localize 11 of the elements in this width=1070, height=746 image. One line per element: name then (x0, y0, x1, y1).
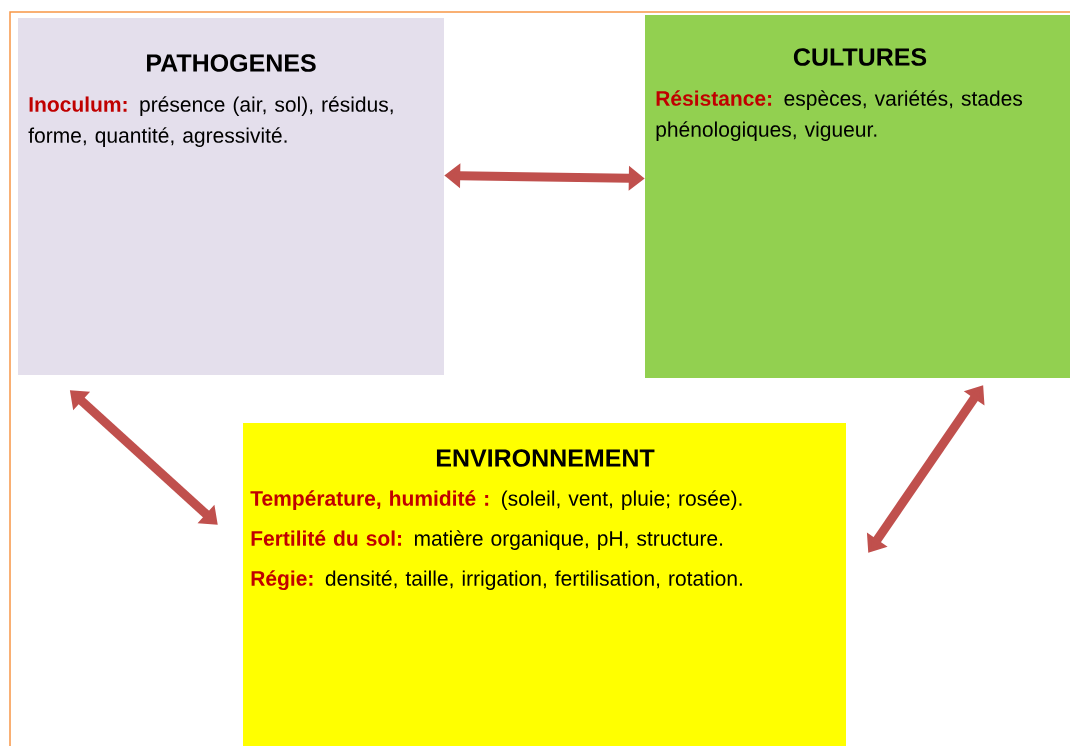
description-text: Inoculum: présence (air, sol), résidus, forme, quantité, agressivité. (28, 96, 393, 147)
process-box (243, 423, 846, 746)
box-heading: CULTURES (793, 48, 927, 66)
description-text: Résistance: espèces, variétés, stades phénologiques, vigueur. (656, 90, 1023, 141)
box-heading: PATHOGENES (147, 54, 316, 72)
process-box (18, 18, 444, 375)
description-text: Régie: densité, taille, irrigation, fertilisation, rotation. (251, 570, 742, 591)
box-heading: ENVIRONNEMENT (436, 449, 655, 467)
process-box (645, 15, 1070, 378)
description-text: Fertilité du sol: matière organique, pH, structure. (251, 530, 723, 550)
description-text: Température, humidité : (soleil, vent, pluie; rosée). (250, 490, 742, 510)
